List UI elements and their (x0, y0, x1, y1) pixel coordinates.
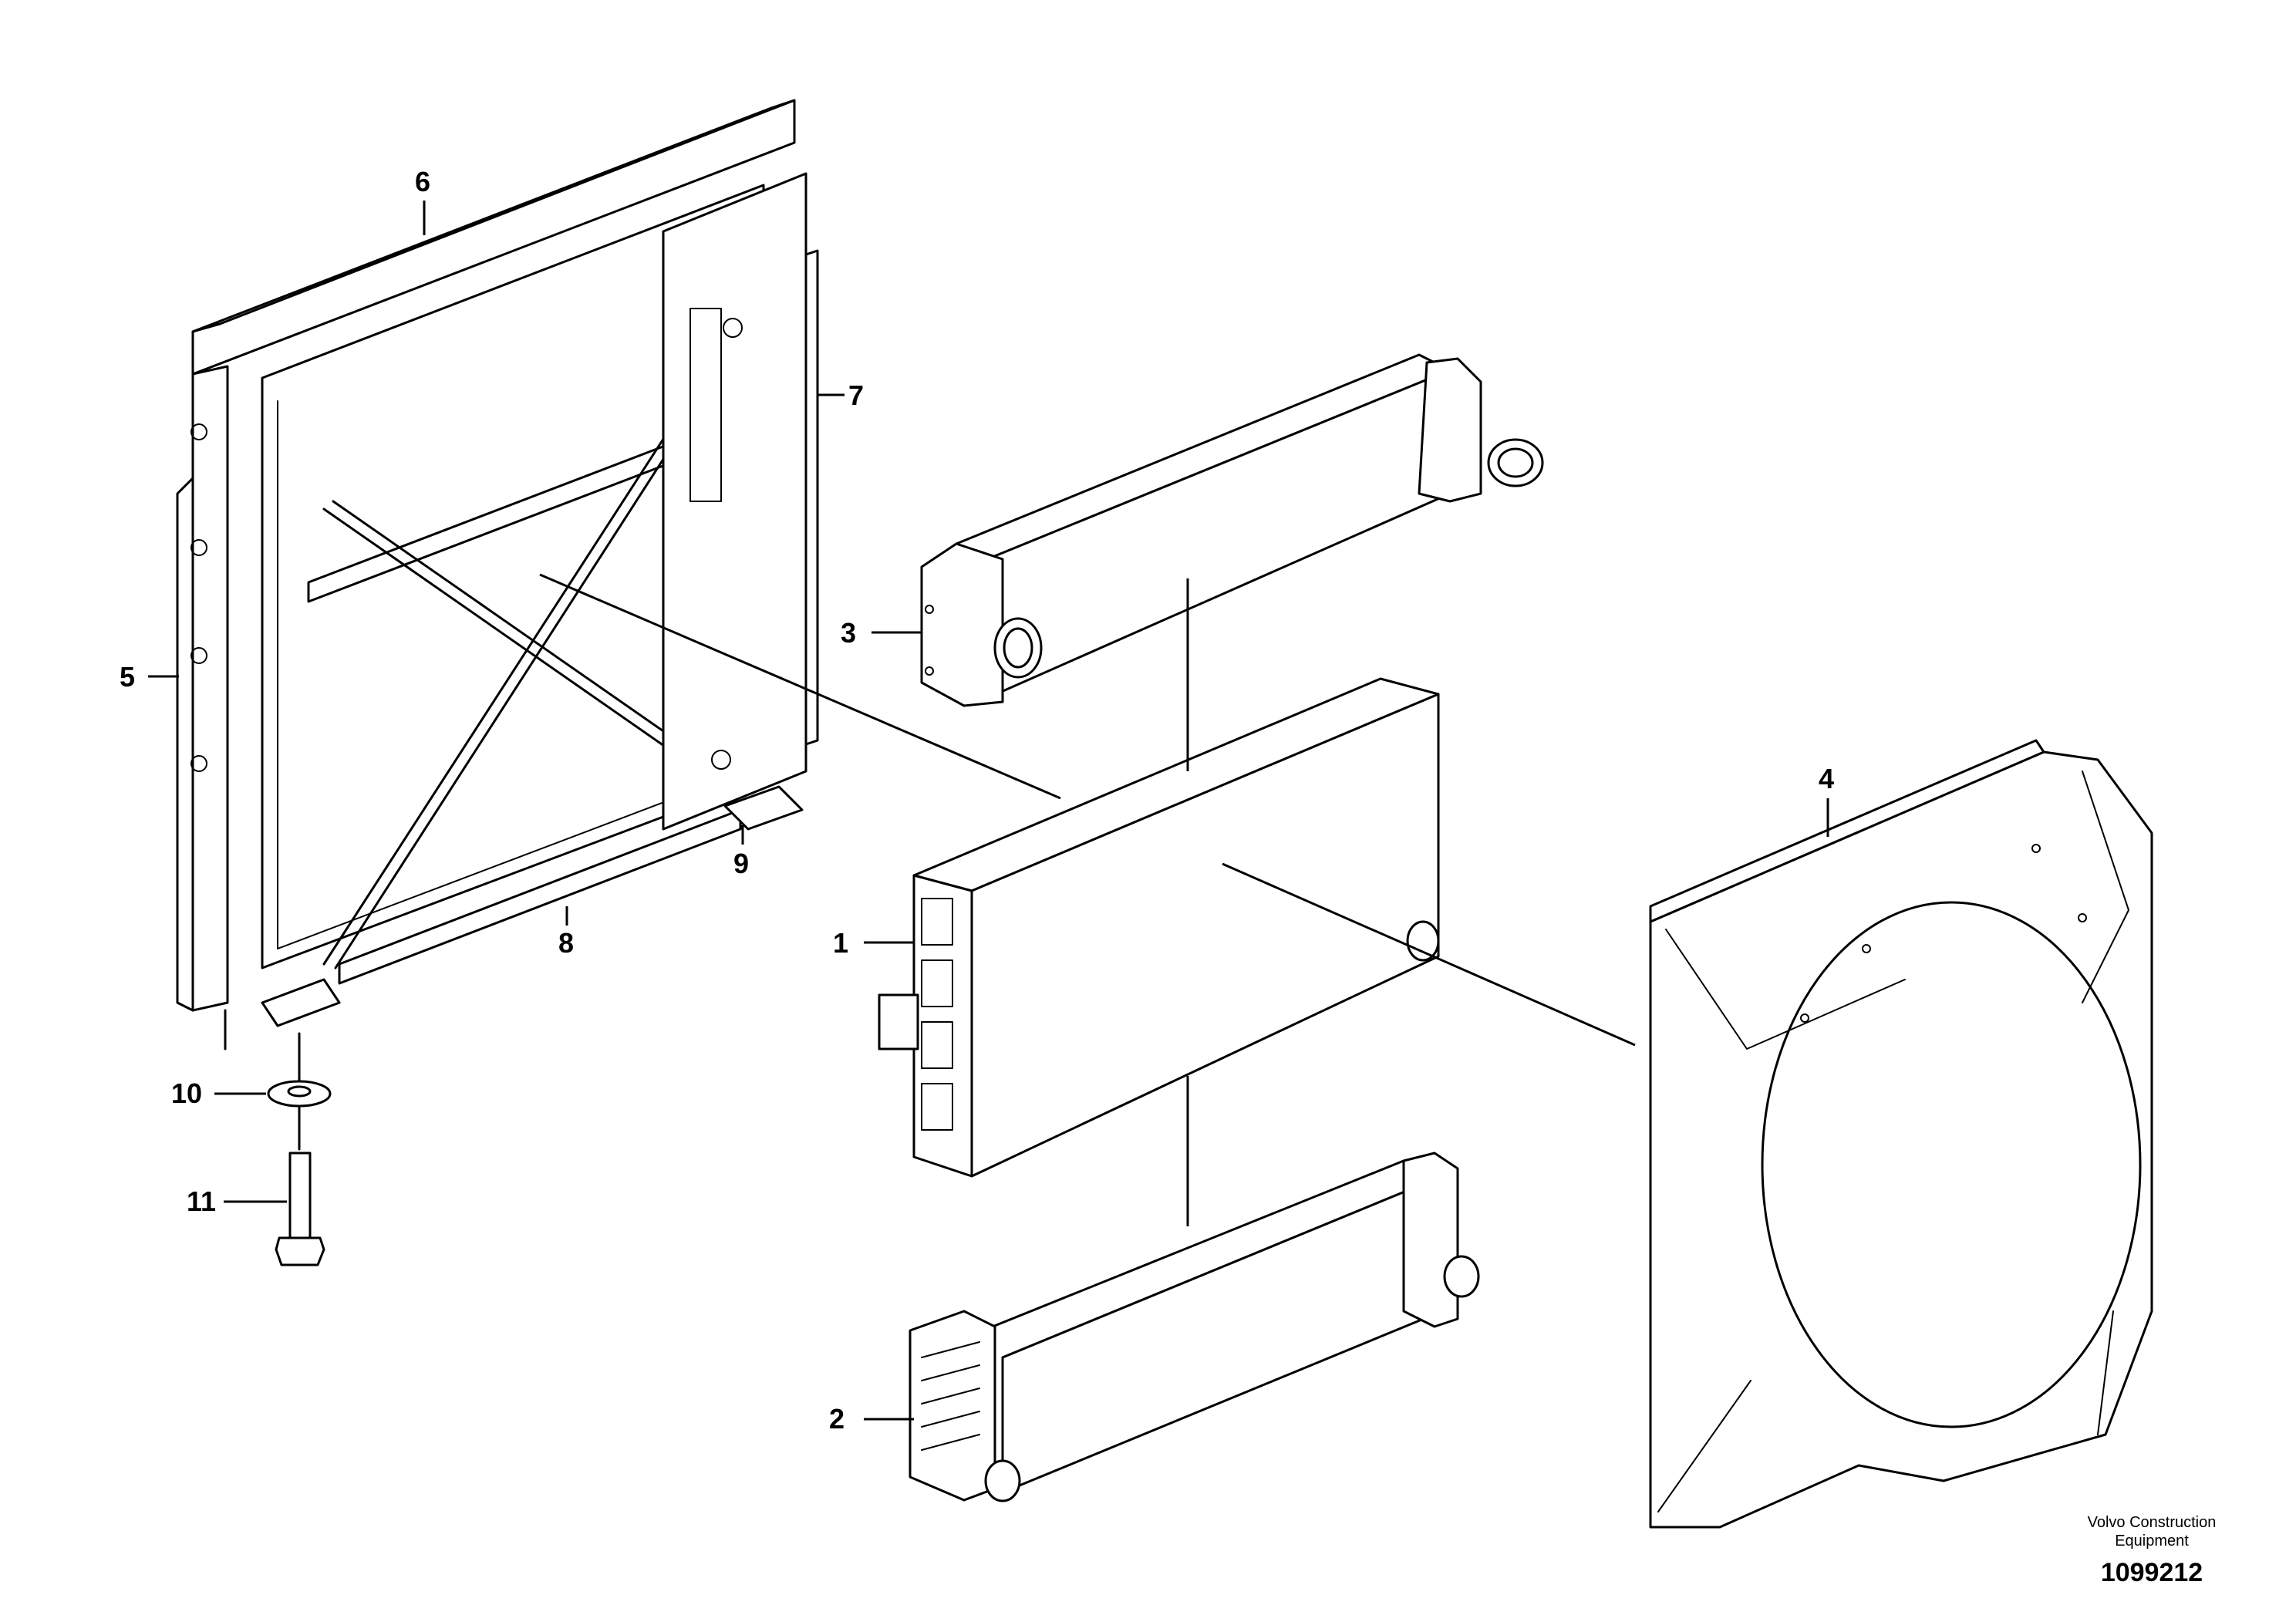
washer-outer (267, 1080, 332, 1108)
oil-cooler-port-right (1443, 1255, 1480, 1298)
assembly-lines (539, 573, 1636, 1226)
cooler-end-tank-left (920, 542, 1004, 707)
credit-block: Volvo Construction Equipment 1099212 (2036, 1513, 2267, 1588)
callout-5: 5 (120, 661, 179, 693)
radiator-core (878, 677, 1440, 1178)
callout-8: 8 (558, 906, 574, 959)
frame-foot-right (723, 785, 804, 831)
callout-3: 3 (841, 617, 922, 649)
callouts: 1 2 3 4 5 6 7 8 (120, 166, 1834, 1435)
callout-2: 2 (829, 1403, 914, 1435)
oil-cooler-end-left (909, 1310, 996, 1502)
washer-hole (287, 1085, 312, 1098)
svg-text:2: 2 (829, 1403, 845, 1435)
cooler-end-tank-right (1418, 357, 1482, 503)
frame-foot-left (261, 978, 341, 1027)
shroud-fan-opening (1761, 901, 2142, 1428)
frame-right-upright (662, 172, 807, 831)
callout-6: 6 (415, 166, 430, 235)
shroud-outline (1649, 750, 2153, 1529)
radiator-bracket (878, 993, 919, 1050)
frame-assembly (176, 99, 819, 1050)
cooler-inlet-pipe (993, 617, 1043, 679)
svg-text:4: 4 (1819, 763, 1834, 794)
svg-text:6: 6 (415, 166, 430, 197)
charge-air-cooler (920, 353, 1544, 707)
svg-text:1: 1 (833, 927, 848, 959)
bolt-shank (288, 1152, 312, 1239)
callout-1: 1 (833, 927, 914, 959)
bolt-head (275, 1236, 325, 1266)
svg-text:11: 11 (187, 1185, 216, 1217)
frame-lower-rail (338, 808, 742, 985)
cooler-outlet-pipe (1487, 438, 1544, 487)
svg-text:7: 7 (848, 379, 864, 411)
callout-4: 4 (1819, 763, 1834, 837)
callout-9: 9 (733, 825, 749, 879)
svg-text:9: 9 (733, 848, 749, 879)
svg-text:3: 3 (841, 617, 856, 649)
radiator-side-tank (912, 874, 973, 1178)
oil-cooler (909, 1152, 1480, 1502)
shroud-flange (1649, 739, 2045, 923)
drawing-number: 1099212 (2100, 1558, 2203, 1587)
frame-left-upright (191, 365, 229, 1012)
callout-7: 7 (818, 379, 864, 411)
frame-rod-a (322, 508, 719, 784)
company-name-line1: Volvo Construction (2087, 1514, 2217, 1531)
callout-10: 10 (171, 1077, 266, 1109)
company-name-line2: Equipment (2115, 1533, 2189, 1549)
callout-11: 11 (187, 1185, 287, 1217)
svg-text:5: 5 (120, 661, 135, 693)
oil-cooler-end-right (1402, 1152, 1459, 1328)
frame-left-side (176, 373, 194, 1012)
bolt (275, 1105, 325, 1266)
washer (267, 1032, 332, 1108)
fan-shroud (1649, 739, 2153, 1529)
svg-text:8: 8 (558, 927, 574, 959)
oil-cooler-port-left (984, 1459, 1021, 1502)
svg-text:10: 10 (171, 1077, 202, 1109)
frame-top-bar-face (191, 99, 796, 333)
